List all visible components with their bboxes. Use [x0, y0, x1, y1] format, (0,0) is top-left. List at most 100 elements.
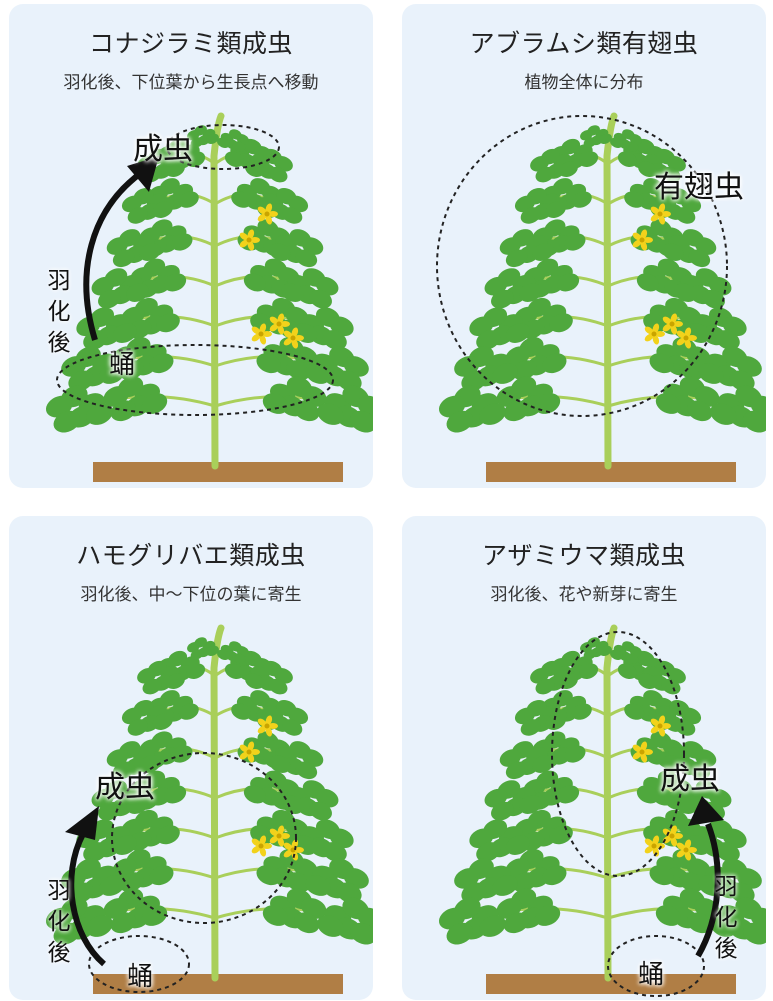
tomato-plant-illustration [438, 624, 766, 994]
panel-thrips: アザミウマ類成虫 羽化後、花や新芽に寄生 成虫 蛹 羽化後 [402, 516, 766, 1000]
tomato-plant-illustration [45, 624, 373, 994]
leaf-cluster [317, 385, 373, 433]
leaf-cluster [499, 229, 554, 268]
arrowhead [127, 156, 159, 192]
leaf-cluster [638, 148, 686, 183]
adult-zone-outline [166, 124, 280, 170]
adult-label: 成虫 [133, 132, 193, 167]
flower [269, 313, 290, 335]
leaf-cluster [580, 125, 612, 148]
flower [650, 715, 671, 737]
flower [239, 229, 260, 251]
leaf-cluster [438, 897, 506, 945]
flower [257, 203, 278, 225]
annotation-overlay [436, 115, 728, 417]
leaf-cluster [187, 125, 219, 148]
leaf-cluster [496, 376, 561, 422]
leaf-cluster [469, 819, 530, 862]
leaf-cluster [514, 187, 566, 224]
leaf-cluster [469, 307, 530, 350]
leaf-cluster [106, 229, 161, 268]
pupa-zone-outline [88, 935, 190, 993]
leaf-cluster [505, 337, 567, 381]
arrowhead [65, 806, 99, 840]
soil-bar [93, 462, 343, 482]
flower [662, 313, 683, 335]
arrowhead [688, 796, 724, 826]
annotation-overlay [56, 124, 334, 416]
leaf-cluster [262, 888, 327, 934]
leaf-cluster [305, 858, 369, 904]
soil-bar [486, 462, 736, 482]
emergence-arrow [83, 167, 147, 341]
leaf-cluster [61, 346, 125, 392]
leaf-cluster [269, 229, 324, 268]
winged-label: 有翅虫 [654, 170, 744, 205]
adult-zone-outline [111, 752, 297, 924]
panel-title: ハモグリバエ類成虫 [76, 541, 306, 570]
leaf-cluster [103, 888, 168, 934]
panel-title: アブラムシ類有翅虫 [469, 29, 699, 58]
leaf-cluster [532, 731, 586, 769]
panel-whitefly: コナジラミ類成虫 羽化後、下位葉から生長点へ移動 成虫 蛹 羽化後 [9, 4, 373, 488]
leaf-cluster [484, 780, 542, 821]
leaf-cluster [655, 888, 720, 934]
leaf-cluster [137, 660, 185, 695]
emergence-arrow [695, 822, 721, 958]
leaf-cluster [505, 849, 567, 893]
leaf-cluster [112, 849, 174, 893]
soil-bar [93, 974, 343, 994]
leaf-cluster [530, 148, 578, 183]
leaf-cluster [580, 637, 612, 660]
flower [644, 323, 665, 345]
pupa-label: 蛹 [109, 350, 136, 380]
emergence-label: 羽化後 [714, 874, 738, 962]
panel-subtitle: 羽化後、中〜下位の葉に寄生 [80, 585, 302, 605]
flower [283, 327, 304, 349]
leaf-cluster [256, 849, 318, 893]
leaf-cluster [217, 641, 249, 664]
flower [239, 741, 260, 763]
leaf-cluster [256, 337, 318, 381]
flower [676, 327, 697, 349]
flower [257, 715, 278, 737]
leaf-cluster [245, 660, 293, 695]
adult-label: 成虫 [95, 770, 155, 805]
panel-title: コナジラミ類成虫 [88, 29, 293, 58]
flower [632, 229, 653, 251]
leaf-cluster [187, 637, 219, 660]
leaf-cluster [217, 129, 249, 152]
panel-subtitle: 羽化後、花や新芽に寄生 [490, 585, 678, 605]
panel-aphid: アブラムシ類有翅虫 植物全体に分布 有翅虫 [402, 4, 766, 488]
leaf-cluster [499, 741, 554, 780]
leaf-cluster [269, 741, 324, 780]
leaf-cluster [45, 385, 113, 433]
panel-subtitle: 羽化後、下位葉から生長点へ移動 [63, 73, 319, 93]
leaf-cluster [438, 385, 506, 433]
flower [251, 835, 272, 857]
leaf-cluster [686, 307, 747, 350]
leaf-cluster [305, 346, 369, 392]
leaf-cluster [674, 268, 732, 309]
leaf-cluster [112, 337, 174, 381]
leaf-cluster [655, 376, 720, 422]
leaf-cluster [281, 268, 339, 309]
leaf-cluster [514, 809, 573, 851]
panel-subtitle: 植物全体に分布 [524, 73, 644, 93]
leaf-cluster [710, 385, 766, 433]
leaf-cluster [245, 148, 293, 183]
flower [662, 825, 683, 847]
stem [603, 624, 618, 982]
annotation-overlay [551, 631, 724, 997]
annotation-overlay [65, 752, 297, 993]
leaf-cluster [698, 346, 762, 392]
leaf-cluster [514, 699, 566, 736]
leaf-cluster [662, 229, 717, 268]
leaf-cluster [496, 888, 561, 934]
pupa-zone-outline [56, 344, 334, 416]
leaf-cluster [532, 219, 586, 257]
adult-label: 成虫 [660, 762, 720, 797]
pupa-label: 蛹 [638, 960, 665, 990]
emergence-label: 羽化後 [47, 268, 71, 356]
soil-bar [486, 974, 736, 994]
